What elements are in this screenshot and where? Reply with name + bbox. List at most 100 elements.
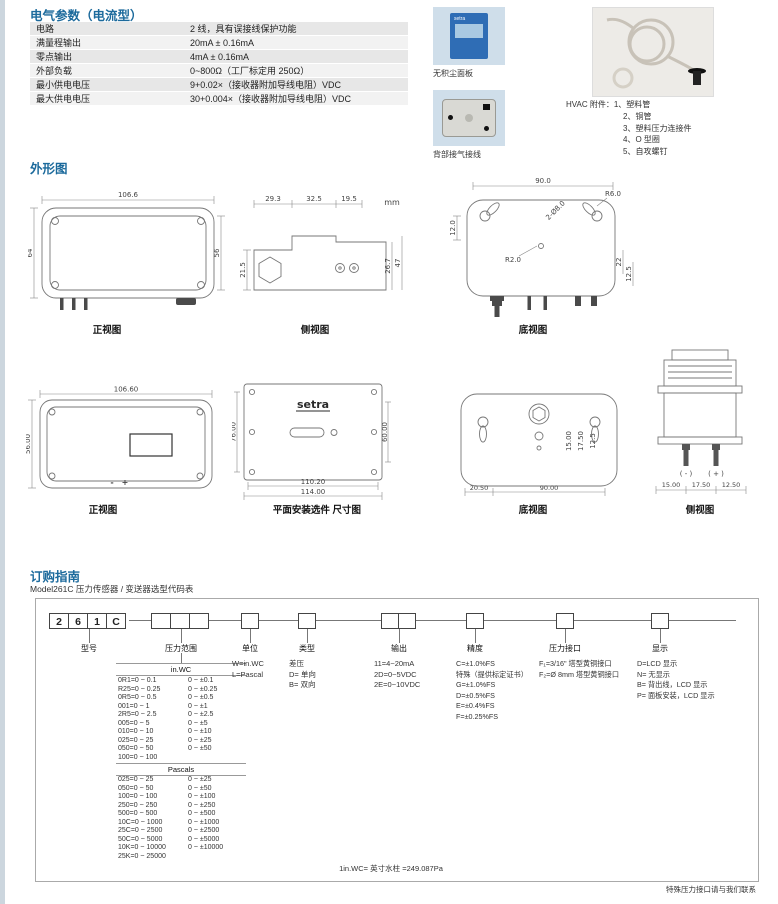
- front-view-2-drawing: 106.60 56.00 - +: [26, 386, 213, 489]
- special-fitting-note: 特殊压力接口请与我们联系: [666, 885, 756, 894]
- range-row: 250=0 ~ 250 0 ~ ±250: [118, 802, 244, 811]
- range-code: 050=0 ~ 50: [118, 784, 154, 792]
- range-code: 50C=0 ~ 5000: [118, 835, 163, 843]
- polarity-label: -: [110, 478, 113, 487]
- dim-label: 20.50: [470, 484, 489, 492]
- connector-line: [129, 620, 736, 621]
- range-row: 0R1=0 ~ 0.1 0 ~ ±0.1: [118, 677, 244, 686]
- polarity-label: ( + ): [708, 470, 724, 478]
- code-cell-empty: [398, 613, 416, 629]
- list-item: 2、铜管: [623, 112, 652, 121]
- dim-label: 56: [213, 248, 221, 257]
- option: C=±1.0%FS: [456, 659, 495, 668]
- drawing-caption: 底视图: [518, 325, 548, 336]
- mounting-plate-drawing: setra 76.00 60.00 110.20 114.00: [232, 383, 391, 500]
- range-bidir: 0 ~ ±2.5: [188, 711, 214, 718]
- dim-label: 76.00: [232, 422, 238, 442]
- option: P= 面板安装，LCD 显示: [637, 690, 715, 700]
- code-cell-empty: [189, 613, 209, 629]
- range-row: 2R5=0 ~ 2.5 0 ~ ±2.5: [118, 711, 244, 720]
- panel-photo: setra: [433, 7, 505, 65]
- dim-label: 110.20: [301, 478, 326, 486]
- vent-hole: [465, 114, 473, 122]
- dim-label: 17.50: [692, 481, 711, 489]
- panel-caption: 无积尘面板: [433, 69, 473, 78]
- column-header-accuracy: 精度: [467, 644, 483, 653]
- dim-label: R6.0: [605, 190, 621, 198]
- code-cell-empty: [170, 613, 190, 629]
- drawing-caption: 平面安装选件 尺寸图: [272, 505, 362, 516]
- panel-display: [455, 24, 483, 38]
- range-code: 0R1=0 ~ 0.1: [118, 677, 157, 684]
- cable-probe-image: [606, 17, 706, 89]
- range-code: 2R5=0 ~ 2.5: [118, 711, 157, 718]
- polarity-label: ( - ): [680, 470, 693, 478]
- dim-label: 22: [615, 258, 623, 267]
- param-value: 0~800Ω（工厂标定用 250Ω）: [184, 63, 408, 78]
- option: 特殊（提供标定证书）: [456, 669, 528, 679]
- option: 2D=0~5VDC: [374, 669, 417, 679]
- range-code: 500=0 ~ 500: [118, 810, 158, 817]
- range-bidir: 0 ~ ±500: [188, 810, 216, 817]
- option: 差压: [289, 659, 304, 668]
- dim-label: 47: [394, 259, 402, 268]
- range-bidir: [188, 754, 244, 763]
- list-item: 5、自攻螺钉: [623, 146, 668, 156]
- dim-label: 12.5: [625, 266, 633, 282]
- hvac-accessory-photo: [592, 7, 714, 97]
- drop-line: [565, 629, 566, 643]
- param-value: 2 线，具有误接线保护功能: [184, 22, 408, 36]
- bottom-view-1-drawing: 90.0 12.0 2-Ø8.0 R2.0 R6.0 22 12.5: [449, 177, 634, 317]
- code-cell-empty: [556, 613, 574, 629]
- dim-label: 90.00: [540, 484, 559, 492]
- unit-options: W=in.WC L=Pascal: [232, 659, 264, 680]
- list-item: 4、O 型圈: [623, 135, 660, 144]
- param-label: 零点输出: [30, 49, 184, 64]
- code-cell: 1: [87, 613, 107, 629]
- range-bidir: 0 ~ ±5: [188, 719, 208, 727]
- dim-label: 19.5: [341, 195, 357, 203]
- dim-label: 56.00: [26, 434, 32, 454]
- hvac-accessories-list: 2、铜管 3、塑料压力连接件 4、O 型圈 5、自攻螺钉: [623, 111, 691, 157]
- option: D= 单向: [289, 669, 316, 679]
- range-bidir: 0 ~ ±0.25: [188, 685, 218, 693]
- range-code: 250=0 ~ 250: [118, 801, 158, 809]
- range-code: 10K=0 ~ 10000: [118, 844, 166, 851]
- range-bidir: 0 ~ ±2500: [188, 827, 220, 834]
- option: D=LCD 显示: [637, 659, 678, 668]
- dim-label: 15.00: [565, 431, 573, 451]
- column-header-fitting: 压力接口: [549, 644, 581, 653]
- option: L=Pascal: [232, 669, 264, 679]
- range-bidir: 0 ~ ±0.5: [188, 694, 214, 701]
- code-cell-empty: [466, 613, 484, 629]
- param-value: 20mA ± 0.16mA: [184, 35, 408, 50]
- side-view-1-drawing: 29.3 32.5 19.5 mm 21.5 26.7 47: [240, 195, 403, 291]
- range-bidir: 0 ~ ±0.1: [188, 677, 214, 684]
- param-value: 30+0.004×（接收器附加导线电阻）VDC: [184, 91, 408, 106]
- param-label: 外部负载: [30, 63, 184, 78]
- dim-label: 12.0: [449, 220, 457, 236]
- range-bidir: 0 ~ ±250: [188, 801, 216, 809]
- dim-label: 2-Ø8.0: [544, 199, 566, 221]
- port-dot: [448, 115, 453, 120]
- back-caption: 背部接气接线: [433, 150, 481, 159]
- range-bidir: 0 ~ ±50: [188, 784, 212, 792]
- option: N= 无显示: [637, 669, 670, 679]
- hvac-accessories-title: HVAC 附件：1、塑料管: [566, 100, 651, 109]
- option: D=±0.5%FS: [456, 690, 495, 700]
- drop-line: [181, 629, 182, 643]
- dim-label: R2.0: [505, 256, 521, 264]
